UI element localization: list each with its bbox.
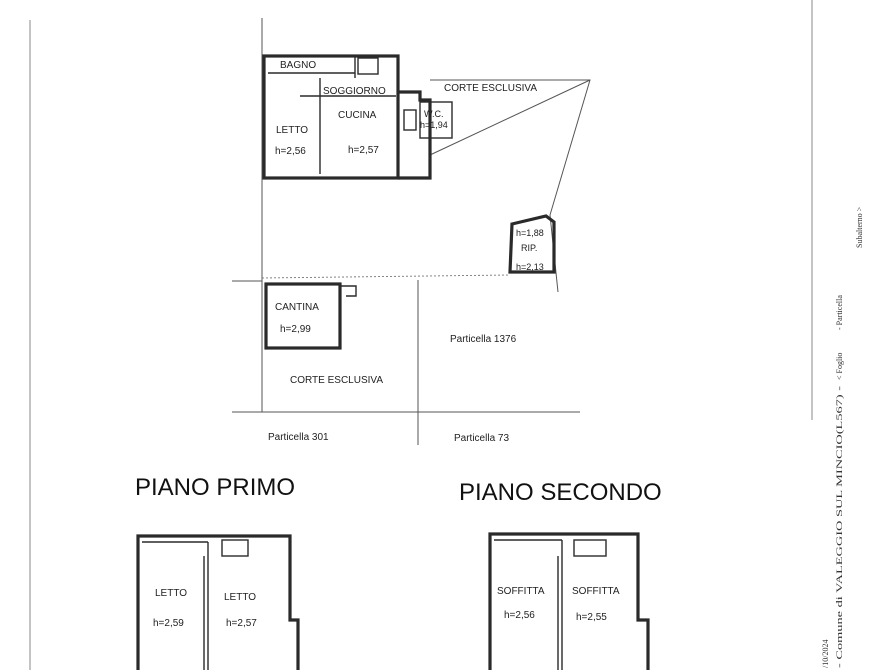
court-label-bottom: CORTE ESCLUSIVA	[290, 375, 383, 386]
first-floor-stair	[221, 539, 249, 557]
second-floor-title: PIANO SECONDO	[459, 479, 662, 506]
room-label-bagno: BAGNO	[280, 60, 316, 71]
stair-box	[357, 57, 379, 75]
height-label-wc: h=1,94	[420, 120, 448, 130]
annex-niche	[403, 109, 417, 131]
side-text-subalterno: Subalterno >	[855, 206, 864, 248]
second-floor-plan: PIANO SECONDO SOFFITTA h=2,56 SOFFITTA h…	[459, 479, 662, 670]
room-label-letto: LETTO	[276, 125, 308, 136]
rip-outline	[508, 214, 556, 274]
second-floor-room2-height: h=2,55	[576, 612, 607, 623]
second-floor-room1-height: h=2,56	[504, 610, 535, 621]
ground-floor-plan: BAGNO SOGGIORNO CUCINA h=2,57 LETTO h=2,…	[232, 18, 591, 445]
second-floor-room2-label: SOFFITTA	[572, 586, 620, 597]
height-label-rip-bottom: h=2,13	[516, 262, 544, 272]
annex-outline	[398, 90, 432, 180]
cantina-step	[340, 285, 357, 297]
side-stamp-text: Subalterno > - Particella < Foglio - Com…	[821, 206, 864, 668]
first-floor-outline	[136, 534, 300, 670]
room-label-soggiorno: SOGGIORNO	[323, 86, 386, 97]
side-text-comune: - Comune di VALEGGIO SUL MINCIO(L567) -	[835, 385, 844, 668]
room-label-cucina: CUCINA	[338, 110, 377, 121]
side-text-date: /10/2024	[821, 640, 830, 668]
height-label-rip-top: h=1,88	[516, 228, 544, 238]
house-outline	[262, 54, 400, 180]
first-floor-room2-height: h=2,57	[226, 618, 257, 629]
court-label-top: CORTE ESCLUSIVA	[444, 83, 537, 94]
room-label-wc: W.C.	[424, 109, 444, 119]
height-label-letto: h=2,56	[275, 146, 306, 157]
first-floor-room1-height: h=2,59	[153, 618, 184, 629]
parcel-label-73: Particella 73	[454, 433, 509, 444]
parcel-label-301: Particella 301	[268, 432, 329, 443]
wc-room	[419, 101, 453, 139]
first-floor-room1-label: LETTO	[155, 588, 187, 599]
first-floor-plan: PIANO PRIMO LETTO h=2,59 LETTO h=2,57	[135, 474, 300, 670]
first-floor-title: PIANO PRIMO	[135, 474, 295, 501]
side-text-foglio: < Foglio	[835, 353, 844, 380]
cantina-outline	[264, 282, 342, 350]
first-floor-room2-label: LETTO	[224, 592, 256, 603]
boundary-dashed	[261, 274, 511, 279]
parcel-label-1376: Particella 1376	[450, 334, 517, 345]
second-floor-outline	[488, 532, 650, 670]
side-text-particella: - Particella	[835, 295, 844, 330]
second-floor-room1-label: SOFFITTA	[497, 586, 545, 597]
room-label-rip: RIP.	[521, 243, 537, 253]
boundary-court-top	[430, 79, 591, 216]
height-label-cantina: h=2,99	[280, 324, 311, 335]
court-diagonal	[429, 79, 591, 156]
second-floor-stair	[573, 539, 607, 557]
height-label-cucina: h=2,57	[348, 145, 379, 156]
room-label-cantina: CANTINA	[275, 302, 319, 313]
